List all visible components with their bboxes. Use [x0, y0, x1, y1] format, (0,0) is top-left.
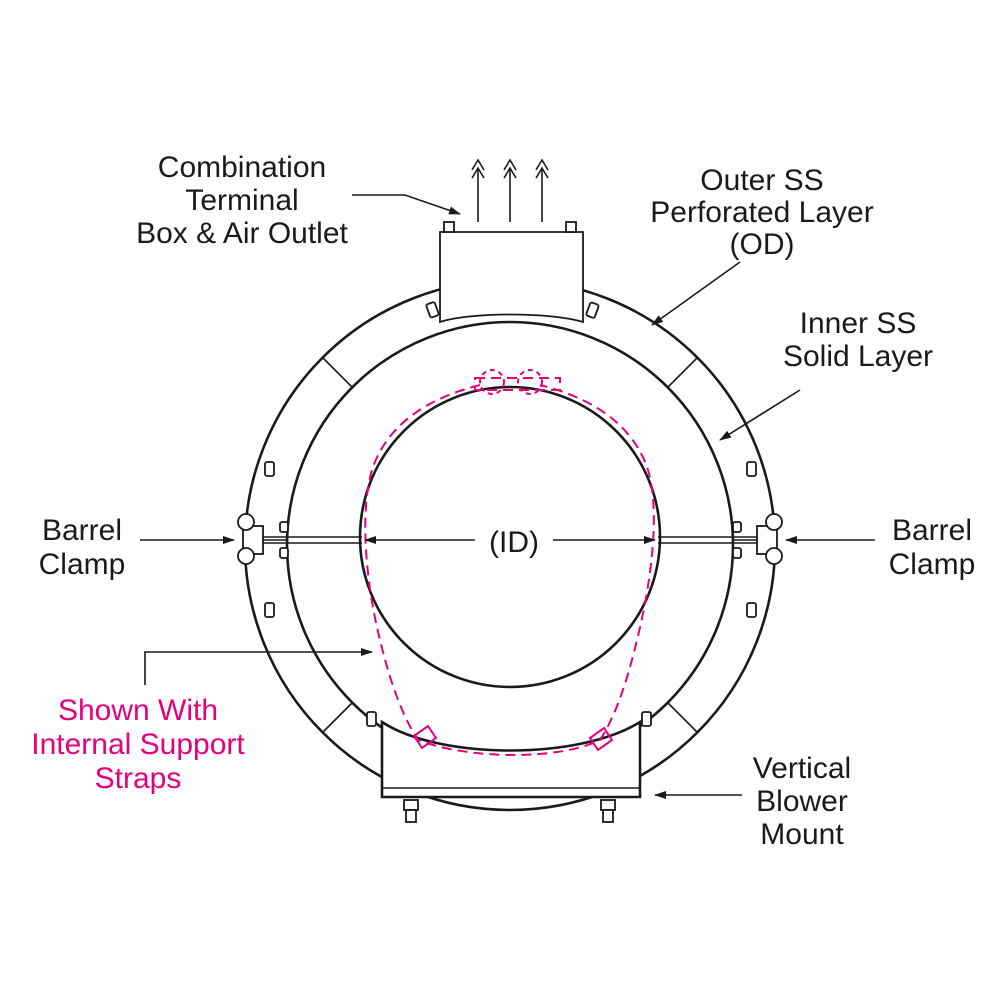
- strap-outline: [364, 384, 655, 756]
- strap-top-ring-left: [479, 369, 505, 395]
- rivets: [264, 301, 757, 727]
- svg-text:Barrel: Barrel: [42, 514, 122, 547]
- svg-text:Solid Layer: Solid Layer: [783, 340, 933, 373]
- svg-text:Box & Air Outlet: Box & Air Outlet: [136, 217, 348, 250]
- svg-text:Blower: Blower: [756, 785, 848, 818]
- svg-text:Inner SS: Inner SS: [800, 307, 917, 340]
- svg-text:Vertical: Vertical: [753, 752, 851, 785]
- blower-mount: [380, 719, 642, 823]
- barrel-clamp-left-hardware: [237, 513, 264, 565]
- svg-text:Straps: Straps: [95, 762, 182, 795]
- strap-bolt-left: [412, 724, 438, 750]
- split-line: [258, 536, 762, 544]
- svg-text:Outer SS: Outer SS: [700, 164, 823, 197]
- label-inner-layer: Inner SS Solid Layer: [783, 307, 933, 373]
- strap-top-ring-right: [517, 369, 543, 395]
- heater-body: [237, 221, 783, 823]
- svg-text:Clamp: Clamp: [39, 548, 126, 581]
- label-barrel-clamp-left: Barrel Clamp: [39, 514, 126, 581]
- terminal-box: [439, 221, 584, 324]
- label-outer-layer: Outer SS Perforated Layer (OD): [650, 164, 873, 261]
- id-dimension: (ID): [364, 526, 656, 559]
- mount-bolt-right: [600, 799, 616, 823]
- id-dimension-label: (ID): [489, 526, 539, 559]
- svg-text:(OD): (OD): [730, 228, 795, 261]
- air-outlet-arrows: [471, 158, 549, 222]
- svg-text:Terminal: Terminal: [185, 184, 298, 217]
- label-blower-mount: Vertical Blower Mount: [753, 752, 851, 851]
- leader-lines: [140, 194, 875, 799]
- svg-text:Shown With: Shown With: [58, 694, 218, 727]
- svg-text:Internal Support: Internal Support: [31, 728, 245, 761]
- svg-text:Barrel: Barrel: [892, 514, 972, 547]
- label-support-straps: Shown With Internal Support Straps: [31, 694, 245, 795]
- strap-top-bar: [474, 377, 561, 391]
- svg-text:Perforated Layer: Perforated Layer: [650, 196, 873, 229]
- mount-bolt-left: [403, 799, 419, 823]
- strap-bolt-right: [588, 726, 614, 752]
- label-barrel-clamp-right: Barrel Clamp: [889, 514, 976, 581]
- label-combination-terminal: Combination Terminal Box & Air Outlet: [136, 151, 348, 250]
- svg-text:Combination: Combination: [158, 151, 326, 184]
- internal-support-straps: [364, 369, 655, 756]
- svg-text:Mount: Mount: [760, 818, 844, 851]
- barrel-clamp-right-hardware: [756, 513, 783, 565]
- svg-text:Clamp: Clamp: [889, 548, 976, 581]
